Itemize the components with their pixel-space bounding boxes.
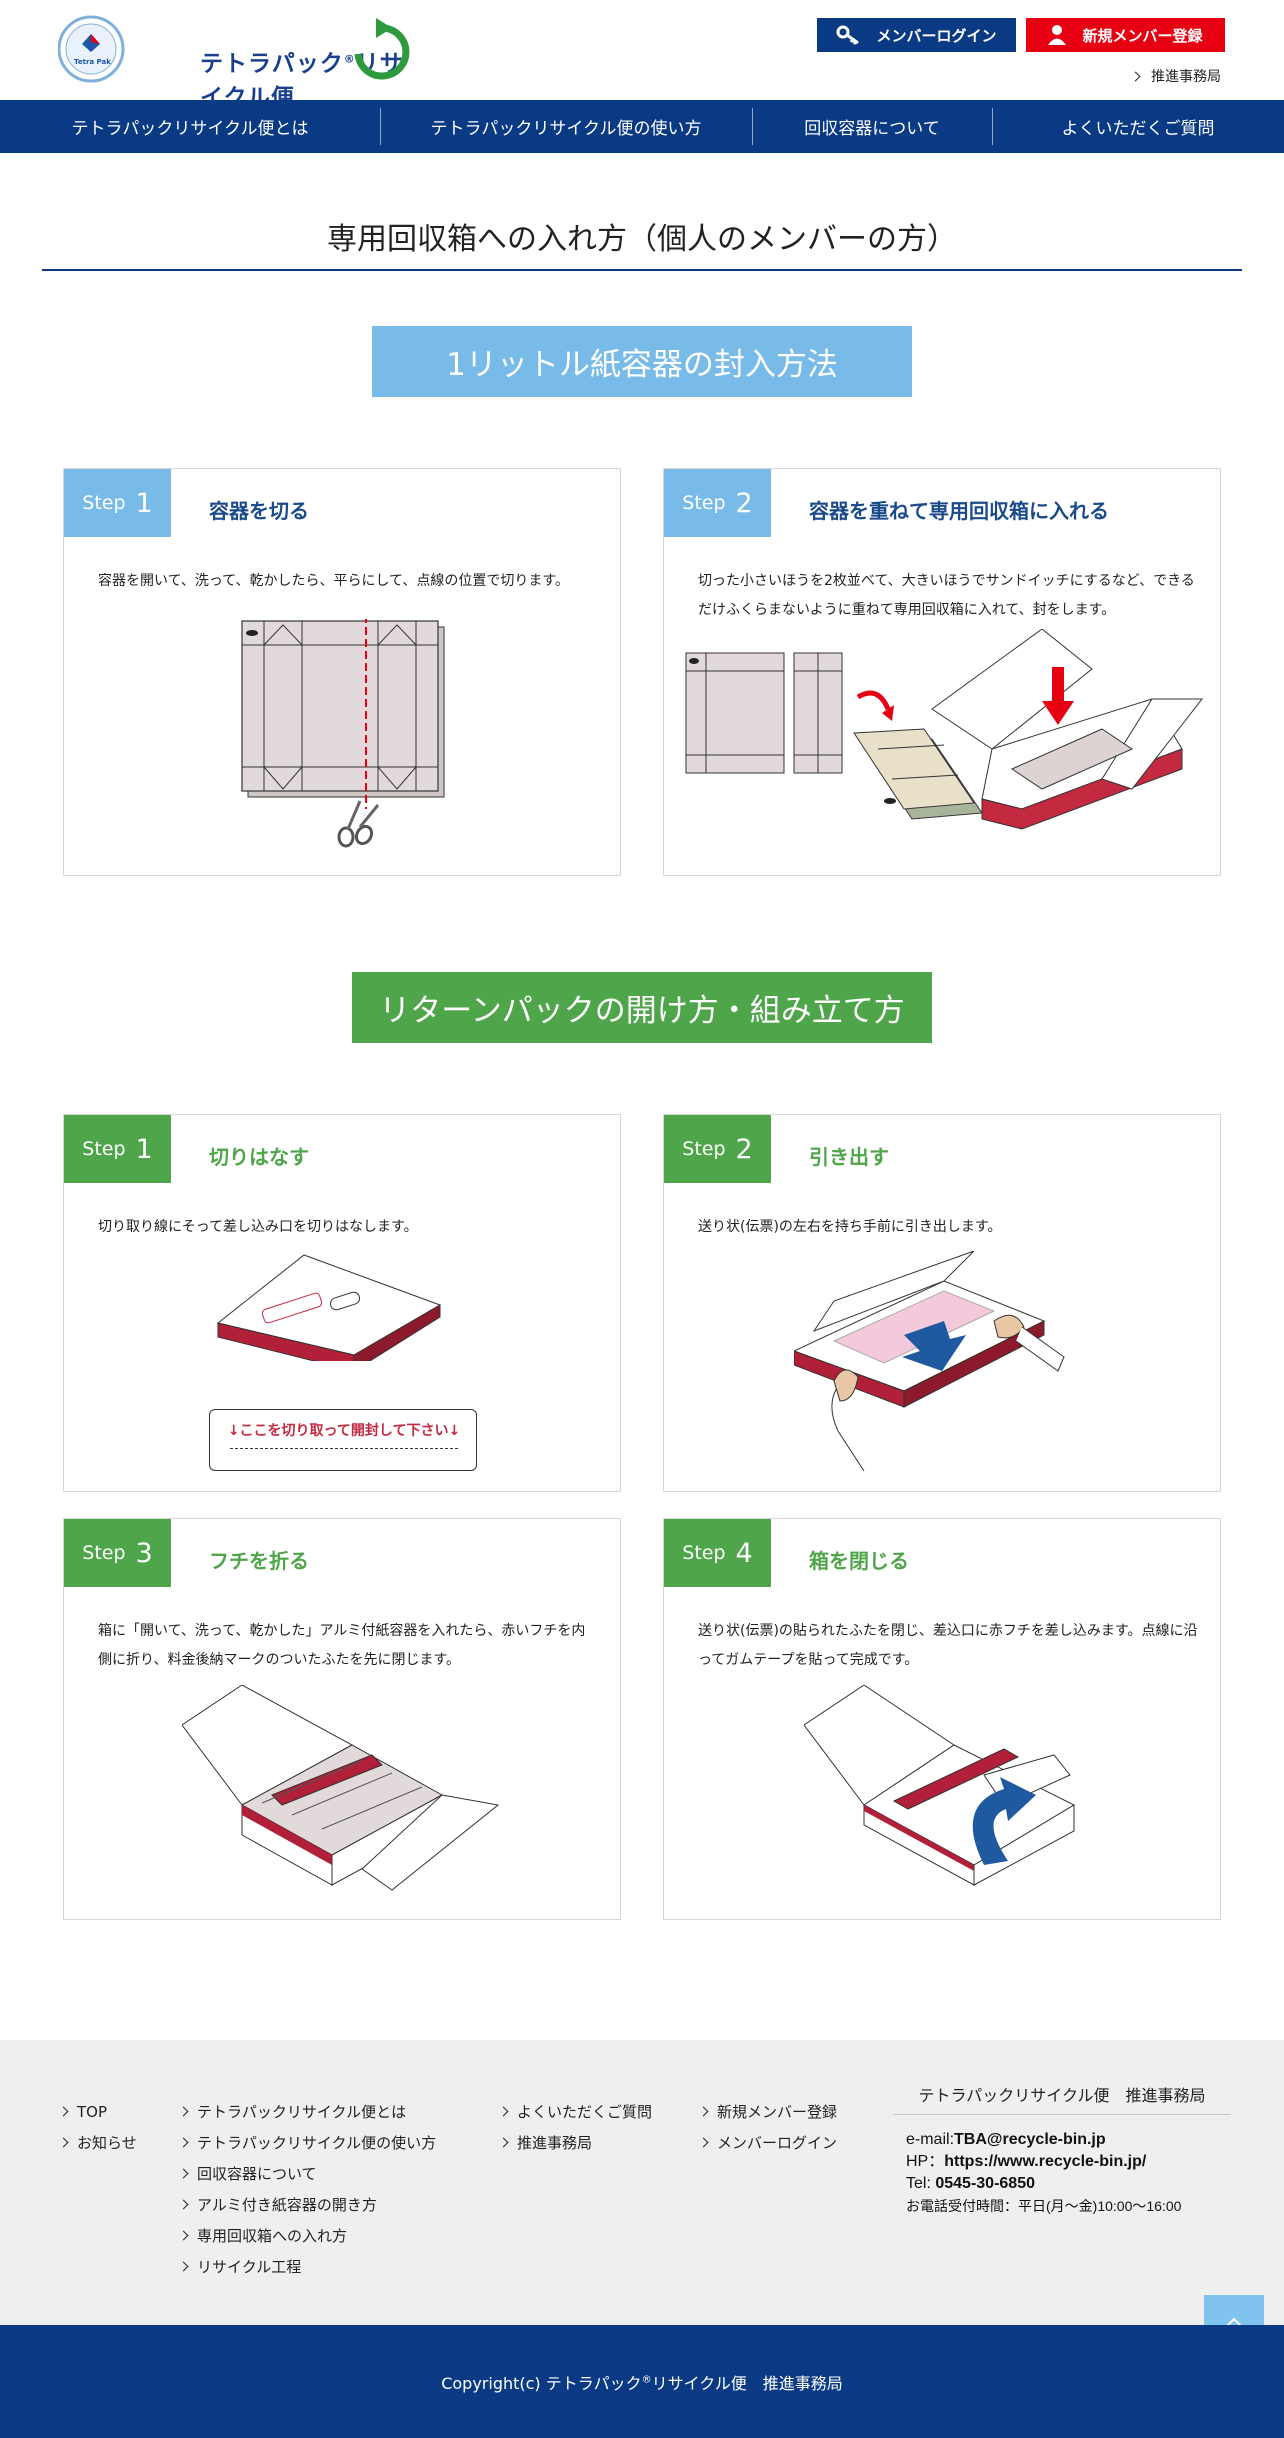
stacking-cartons-illustration [682,629,1212,859]
arrow-icon [902,1321,966,1371]
scissors-icon [337,800,380,848]
step-title: フチを折る [209,1549,309,1573]
nav-item-howto[interactable]: テトラパックリサイクル便の使い方 [380,100,752,153]
recycle-arrow-icon [354,18,410,80]
footer-link-office[interactable]: 推進事務局 [498,2127,652,2158]
step-description: 箱に「開いて、洗って、乾かした」アルミ付紙容器を入れたら、赤いフチを内側に折り、… [98,1623,586,1668]
section-banner-return-pack: リターンパックの開け方・組み立て方 [352,972,932,1043]
member-login-label: メンバーログイン [876,26,997,45]
chevron-right-icon [58,2106,69,2117]
footer-link-packing[interactable]: 専用回収箱への入れ方 [178,2220,436,2251]
footer-col-main: TOP お知らせ [58,2096,137,2158]
copyright-text: Copyright(c) テトラパック®リサイクル便 推進事務局 [441,2373,843,2393]
global-nav: テトラパックリサイクル便とは テトラパックリサイクル便の使い方 回収容器について… [0,100,1284,153]
title-divider [42,269,1242,271]
contact-homepage[interactable]: https://www.recycle-bin.jp/ [944,2153,1147,2170]
key-icon [836,25,860,45]
footer-link-howto[interactable]: テトラパックリサイクル便の使い方 [178,2127,436,2158]
return-pack-closed-illustration [214,1251,454,1361]
add-user-icon [1048,25,1070,45]
step-description: 送り状(伝票)の貼られたふたを閉じ、差込口に赤フチを差し込みます。点線に沿ってガ… [698,1623,1198,1668]
nav-item-containers[interactable]: 回収容器について [752,100,992,153]
footer-link-news[interactable]: お知らせ [58,2127,137,2158]
contact-hours: お電話受付時間：平日(月～金)10:00～16:00 [906,2198,1182,2214]
footer-col-member: 新規メンバー登録 メンバーログイン [698,2096,837,2158]
contact-phone[interactable]: 0545-30-6850 [935,2175,1035,2192]
chevron-right-icon [178,2199,189,2210]
step-title: 箱を閉じる [809,1549,909,1573]
footer-link-login[interactable]: メンバーログイン [698,2127,837,2158]
contact-divider [893,2114,1231,2115]
footer-link-containers[interactable]: 回収容器について [178,2158,436,2189]
chevron-right-icon [58,2137,69,2148]
chevron-right-icon [1130,71,1141,81]
site-logo[interactable]: Tetra Pak テトラパック®リサイクル便 [57,14,418,111]
step-title: 引き出す [809,1145,889,1169]
contact-email[interactable]: TBA@recycle-bin.jp [954,2131,1106,2148]
footer-col-support: よくいただくご質問 推進事務局 [498,2096,652,2158]
contact-info: e-mail:TBA@recycle-bin.jp HP：https://www… [906,2129,1181,2217]
footer-col-guide: テトラパックリサイクル便とは テトラパックリサイクル便の使い方 回収容器について… [178,2096,436,2282]
step-description: 容器を開いて、洗って、乾かしたら、平らにして、点線の位置で切ります。 [98,573,569,589]
contact-title: テトラパックリサイクル便 推進事務局 [918,2086,1206,2105]
copyright-bar: Copyright(c) テトラパック®リサイクル便 推進事務局 [0,2325,1284,2438]
chevron-right-icon [698,2137,709,2148]
chevron-right-icon [178,2261,189,2272]
new-member-register-label: 新規メンバー登録 [1082,26,1203,45]
step-title: 容器を重ねて専用回収箱に入れる [809,499,1109,523]
nav-item-faq[interactable]: よくいただくご質問 [992,100,1284,153]
step-title: 容器を切る [209,499,309,523]
chevron-right-icon [178,2106,189,2117]
footer-link-about[interactable]: テトラパックリサイクル便とは [178,2096,436,2127]
site-footer: TOP お知らせ テトラパックリサイクル便とは テトラパックリサイクル便の使い方… [0,2040,1284,2325]
page-title: 専用回収箱への入れ方（個人のメンバーの方） [327,222,957,257]
new-member-register-button[interactable]: 新規メンバー登録 [1026,18,1225,52]
seal-text: Tetra Pak [74,58,111,66]
chevron-right-icon [498,2137,509,2148]
fold-red-edge-illustration [182,1685,502,1895]
curved-arrow-icon [972,1777,1036,1865]
footer-link-register[interactable]: 新規メンバー登録 [698,2096,837,2127]
footer-link-open-carton[interactable]: アルミ付き紙容器の開き方 [178,2189,436,2220]
chevron-right-icon [498,2106,509,2117]
close-box-illustration [804,1685,1084,1895]
site-header: Tetra Pak テトラパック®リサイクル便 メンバーログイン 新規メンバー登… [0,0,1284,111]
footer-link-faq[interactable]: よくいただくご質問 [498,2096,652,2127]
chevron-right-icon [698,2106,709,2117]
cut-here-callout: ↓ここを切り取って開封して下さい↓ [209,1409,477,1471]
step-title: 切りはなす [209,1145,309,1169]
office-link[interactable]: 推進事務局 [1130,66,1221,86]
tetra-pak-seal-icon [57,15,125,83]
flattened-carton-illustration [240,619,450,849]
section-banner-carton: 1リットル紙容器の封入方法 [372,326,912,397]
member-login-button[interactable]: メンバーログイン [817,18,1016,52]
step-description: 切った小さいほうを2枚並べて、大きいほうでサンドイッチにするなど、できるだけふく… [698,573,1195,618]
pull-out-slip-illustration [794,1251,1094,1481]
footer-link-recycle-process[interactable]: リサイクル工程 [178,2251,436,2282]
nav-item-about[interactable]: テトラパックリサイクル便とは [71,119,309,139]
chevron-right-icon [178,2168,189,2179]
chevron-right-icon [178,2230,189,2241]
down-arrow-icon [1042,667,1074,725]
chevron-right-icon [178,2137,189,2148]
step-description: 切り取り線にそって差し込み口を切りはなします。 [98,1219,418,1235]
step-description: 送り状(伝票)の左右を持ち手前に引き出します。 [698,1219,1002,1235]
footer-link-top[interactable]: TOP [58,2096,137,2127]
